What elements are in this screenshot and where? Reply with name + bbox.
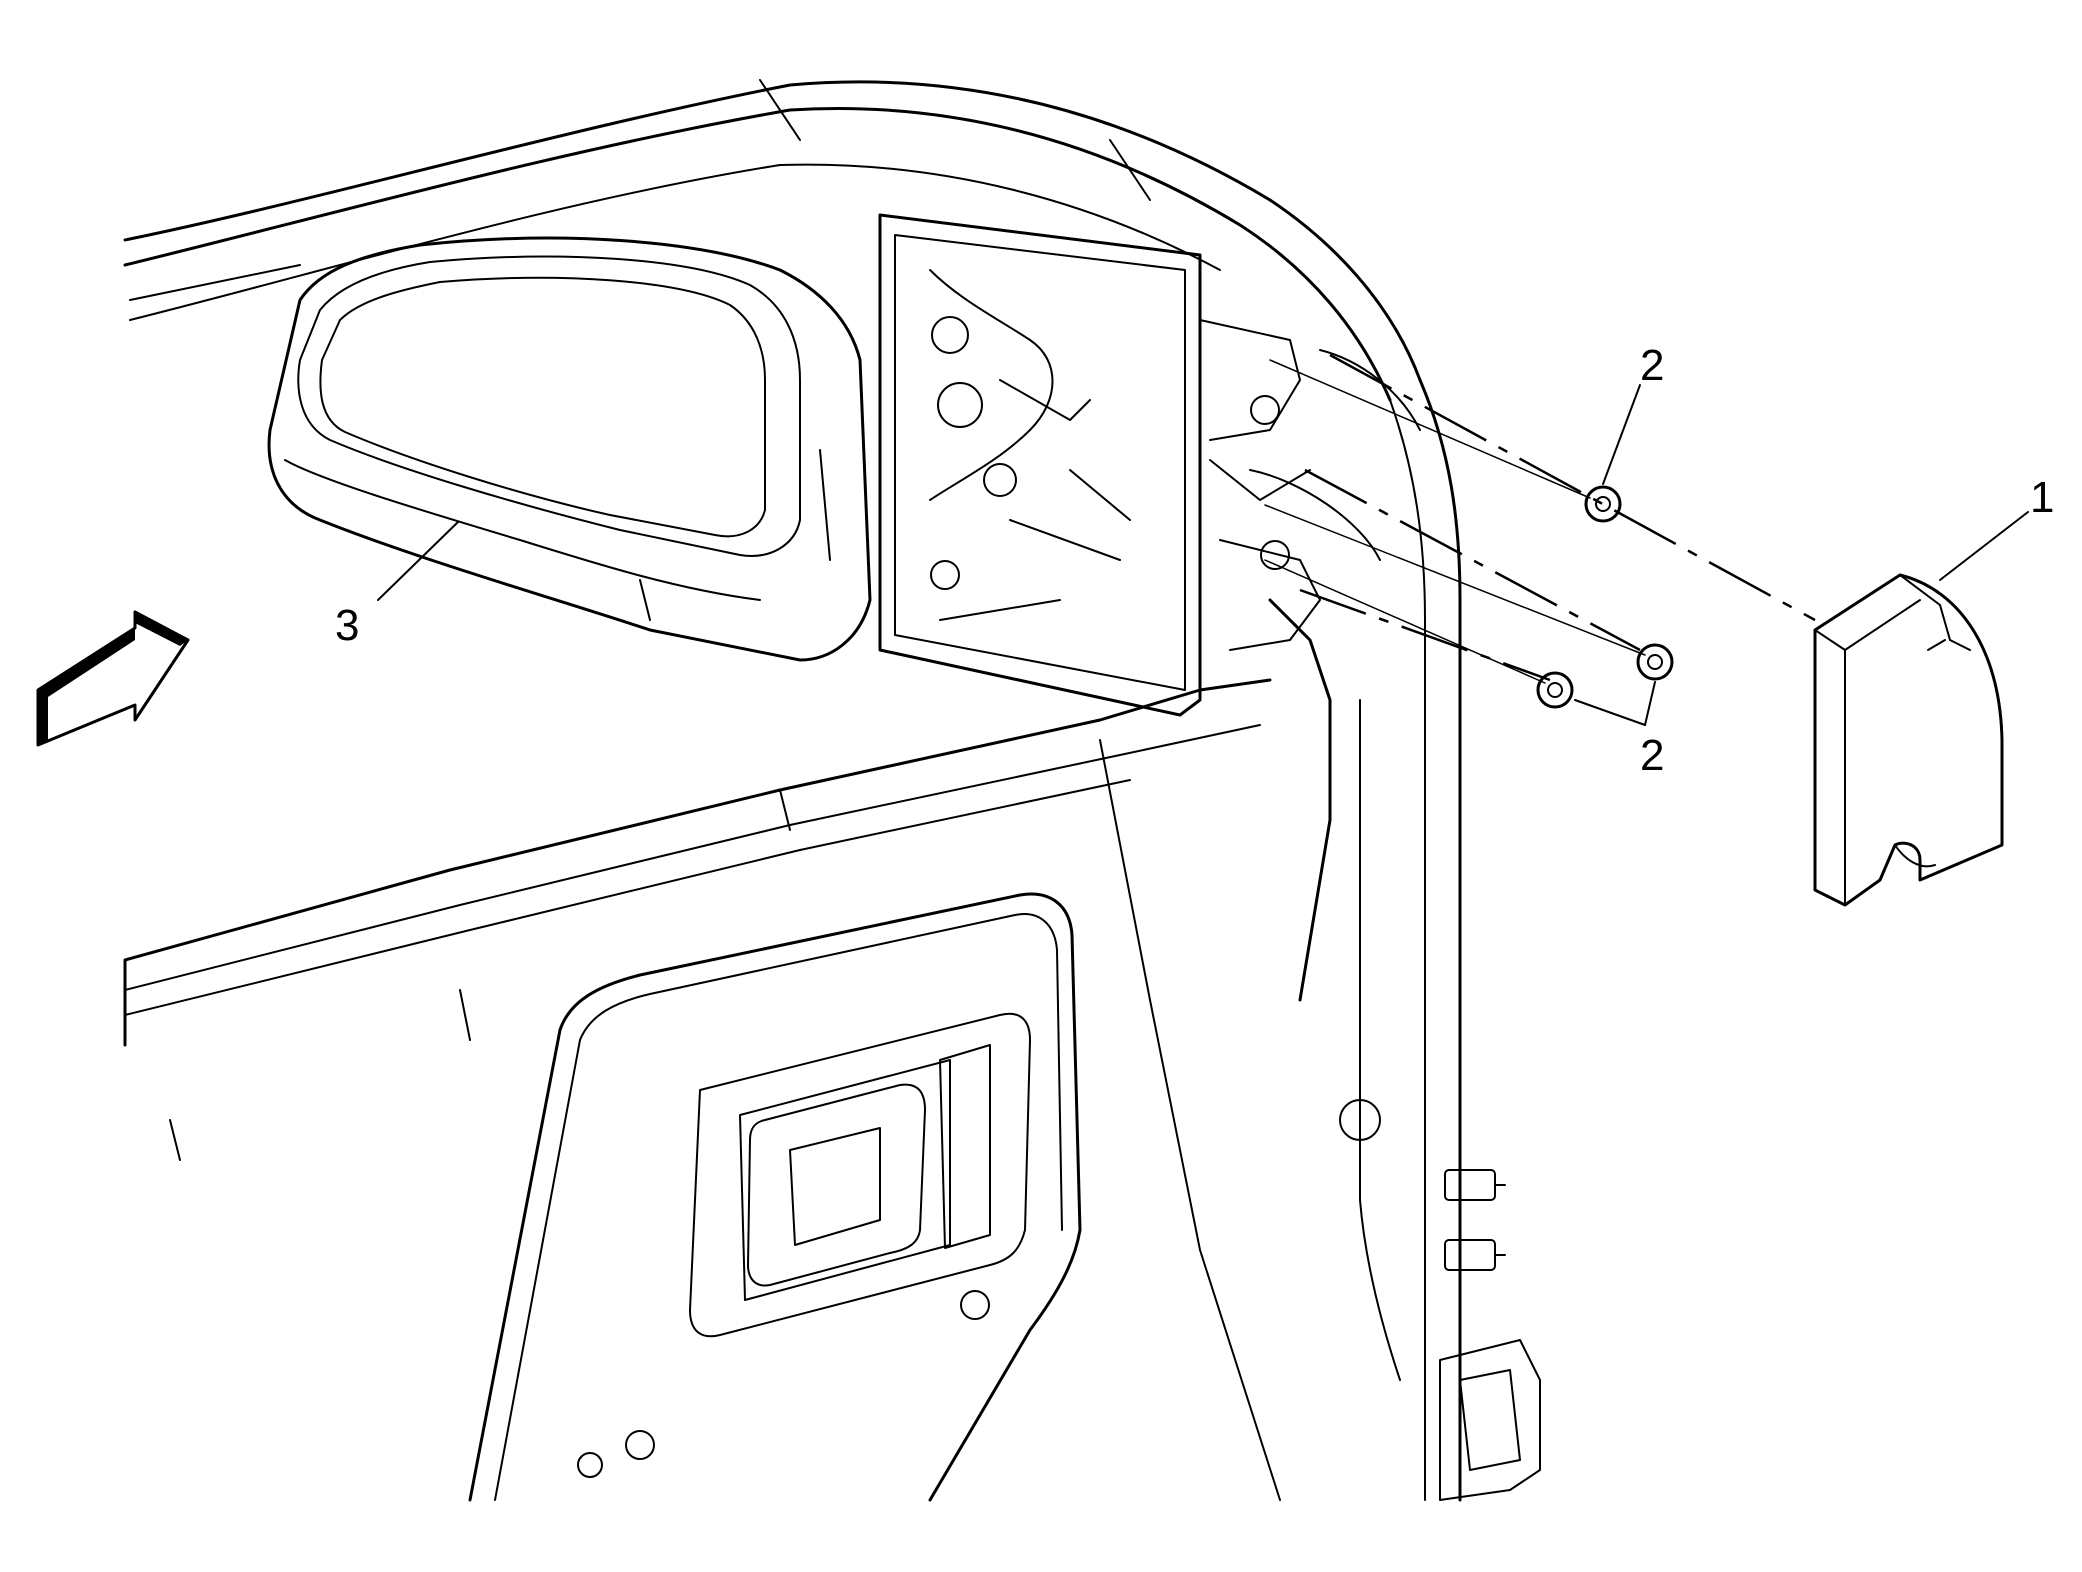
leader-2-top	[1602, 384, 1641, 485]
door-trim-panel	[169, 789, 1381, 1502]
callout-2-bottom-label: 2	[1640, 731, 1664, 780]
callout-3-label: 3	[335, 601, 359, 650]
outside-mirror	[267, 236, 872, 662]
callout-1-label: 1	[2030, 473, 2054, 522]
door-harness-connectors	[1439, 1169, 1541, 1501]
mirror-nut-top	[1584, 485, 1622, 523]
mirror-inner-cover	[1813, 573, 2004, 907]
callout-2-top-label: 2	[1640, 341, 1664, 390]
exploded-view-lines	[1264, 353, 1816, 684]
mirror-nut-middle	[1636, 643, 1674, 681]
leader-2-bottom-b	[1574, 699, 1646, 726]
mirror-nut-bottom	[1536, 671, 1574, 709]
door-upper-frame	[123, 79, 1422, 402]
leader-2-bottom-a	[1644, 681, 1656, 726]
leader-3	[377, 521, 459, 601]
leader-1	[1939, 511, 2029, 581]
mirror-mounting-plate	[878, 213, 1202, 717]
view-direction-arrow-icon	[36, 610, 190, 747]
callout-leaders	[377, 384, 2029, 726]
mirror-studs	[1199, 319, 1421, 651]
door-inner-panel	[123, 378, 1462, 1502]
